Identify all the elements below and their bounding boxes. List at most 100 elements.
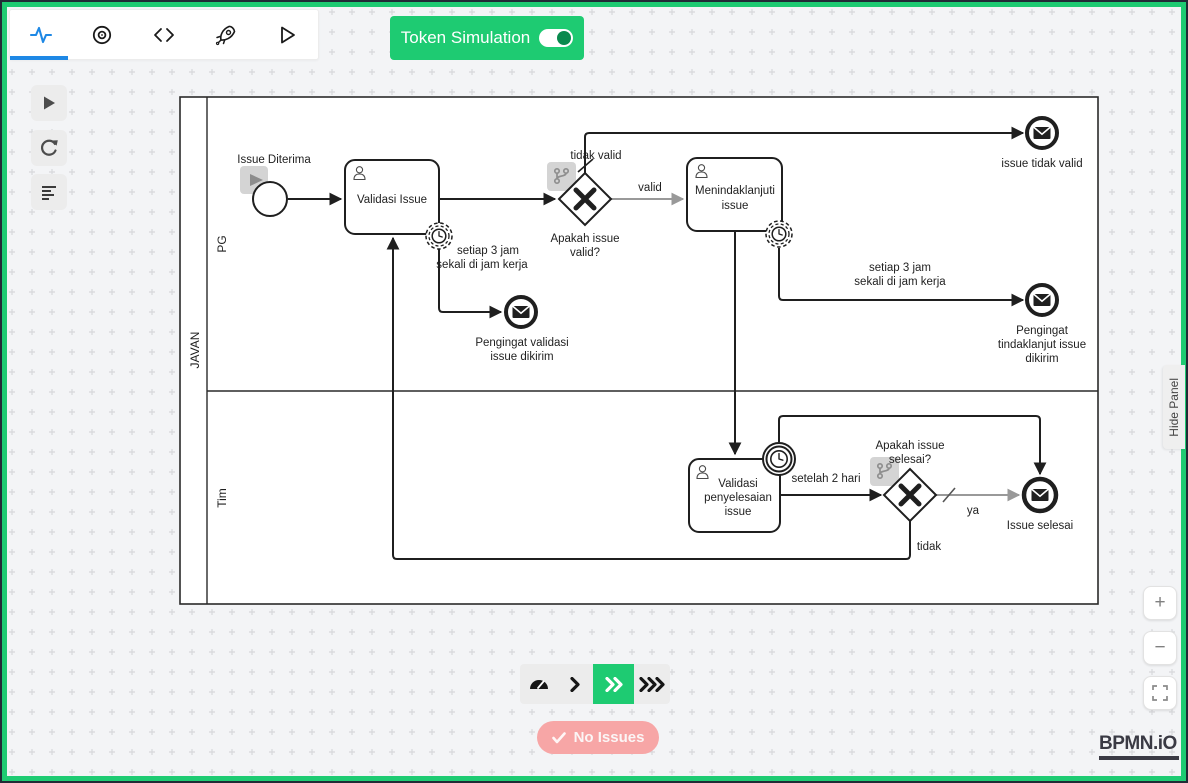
fit-viewport-button[interactable] — [1143, 676, 1177, 710]
flow-timer1-to-end — [438, 249, 503, 319]
gateway1-label-line2: valid? — [570, 247, 600, 259]
lane-label-pg: PG — [215, 235, 229, 252]
end-event-issue-selesai[interactable]: Issue selesai — [1007, 476, 1073, 532]
code-icon — [154, 27, 174, 42]
gauge-icon — [529, 680, 548, 689]
start-event-label: Issue Diterima — [237, 154, 311, 166]
pool-label: JAVAN — [188, 332, 202, 369]
gateway1-label-line1: Apakah issue — [550, 233, 619, 245]
end-event-pengingat-validasi[interactable]: Pengingat validasi issue dikirim — [475, 295, 569, 363]
tab-eye[interactable] — [72, 10, 134, 59]
flow-label-tidak-valid: tidak valid — [570, 150, 621, 162]
reset-icon — [40, 139, 58, 156]
end-label: issue tidak valid — [1001, 158, 1082, 170]
message-icon — [1030, 488, 1050, 502]
flow-label-valid: valid — [638, 182, 662, 194]
play-outline-icon — [281, 26, 296, 43]
token-simulation-badge: Token Simulation — [390, 16, 584, 60]
speed-gauge-button[interactable] — [520, 664, 557, 704]
message-icon — [511, 305, 531, 319]
flow-timer3-to-end — [778, 415, 1047, 476]
task-label: Validasi Issue — [357, 194, 427, 206]
timer2-label-line2: sekali di jam kerja — [854, 276, 946, 288]
boundary-timer-penyelesaian[interactable] — [762, 442, 796, 476]
message-icon — [1032, 126, 1052, 140]
timer3-label: setelah 2 hari — [791, 473, 860, 485]
timer1-label-line2: sekali di jam kerja — [436, 259, 528, 271]
clock-icon — [431, 228, 447, 244]
speed-slow-button[interactable] — [557, 664, 593, 704]
sim-play-button[interactable] — [31, 85, 67, 121]
task-menindaklanjuti-issue[interactable]: Menindaklanjuti issue — [686, 157, 783, 232]
flow-label-tidak: tidak — [917, 541, 942, 553]
boundary-timer-menindaklanjuti[interactable] — [765, 220, 793, 248]
zoom-out-button[interactable]: − — [1143, 631, 1177, 665]
toggle-knob — [557, 31, 572, 45]
end-label-line1: Pengingat — [1016, 325, 1069, 337]
gateway-apakah-issue-valid[interactable]: Apakah issue valid? — [550, 173, 620, 259]
zoom-in-label: + — [1154, 592, 1166, 613]
bpmn-io-logo[interactable]: BPMN.iO — [1099, 733, 1179, 760]
task-label-line1: Validasi — [718, 478, 757, 490]
hide-panel-label: Hide Panel — [1167, 377, 1181, 437]
sim-reset-button[interactable] — [31, 130, 67, 166]
token-simulation-label: Token Simulation — [400, 28, 531, 47]
tab-code[interactable] — [133, 10, 195, 59]
clock-icon — [771, 226, 787, 242]
task-label-line2: penyelesaian — [704, 492, 772, 504]
play-icon — [44, 96, 55, 110]
flow-gw2-tidak-loop — [386, 236, 911, 560]
end-label-line1: Pengingat validasi — [475, 337, 568, 349]
token-setflow-gw2[interactable] — [870, 457, 899, 486]
task-validasi-issue[interactable]: Validasi Issue — [344, 159, 440, 235]
token-simulation-toggle[interactable] — [539, 29, 574, 47]
speed-medium-button[interactable] — [593, 664, 634, 704]
top-toolbar — [9, 9, 319, 60]
gateway-apakah-issue-selesai[interactable]: Apakah issue selesai? — [875, 440, 945, 521]
flow-label-ya: ya — [967, 505, 980, 517]
tab-rocket[interactable] — [195, 10, 257, 59]
token-setflow-gw1[interactable] — [547, 162, 576, 191]
flow-timer2-to-end — [778, 248, 1025, 307]
sequence-flows — [288, 126, 1047, 560]
zoom-out-label: − — [1154, 637, 1166, 658]
gateway2-label-line1: Apakah issue — [875, 440, 944, 452]
eye-icon — [93, 25, 112, 44]
tab-play[interactable] — [256, 10, 318, 59]
message-icon — [1032, 293, 1052, 307]
hide-panel-tab[interactable]: Hide Panel — [1163, 365, 1185, 449]
active-tab-indicator — [10, 56, 68, 60]
zoom-in-button[interactable]: + — [1143, 586, 1177, 620]
speed-fast-button[interactable] — [634, 664, 670, 704]
status-badge[interactable]: No Issues — [537, 721, 659, 754]
pool-javan[interactable]: JAVAN PG Tim — [179, 96, 1099, 605]
chevron-double-icon — [604, 676, 623, 692]
logo-text: BPMN.iO — [1099, 733, 1177, 754]
start-event-issue-diterima[interactable]: Issue Diterima — [237, 154, 311, 217]
flow-gw1-tidak-valid — [584, 126, 1025, 173]
chevron-triple-icon — [639, 676, 665, 692]
end-label-line2: issue dikirim — [490, 351, 553, 363]
default-flow-slash-2 — [942, 487, 956, 503]
tab-pulse[interactable] — [10, 10, 72, 60]
end-label-line3: dikirim — [1025, 353, 1058, 365]
boundary-timer-validasi[interactable] — [425, 222, 453, 250]
end-event-pengingat-tindaklanjut[interactable]: Pengingat tindaklanjut issue dikirim — [998, 283, 1086, 365]
gateway2-label-line2: selesai? — [889, 454, 931, 466]
task-validasi-penyelesaian[interactable]: Validasi penyelesaian issue — [688, 458, 781, 533]
end-label-line2: tindaklanjut issue — [998, 339, 1086, 351]
end-event-issue-tidak-valid[interactable]: issue tidak valid — [1001, 116, 1083, 170]
task-label-line2: issue — [722, 200, 749, 212]
rocket-icon — [215, 25, 235, 45]
pulse-icon — [29, 26, 52, 43]
task-label-line3: issue — [725, 506, 752, 518]
task-label-line1: Menindaklanjuti — [695, 185, 775, 197]
chevron-single-icon — [570, 676, 580, 692]
play-token-icon — [250, 174, 263, 186]
default-flow-slash-1 — [577, 158, 594, 173]
status-label: No Issues — [573, 729, 645, 746]
timer2-label-line1: setiap 3 jam — [869, 262, 931, 274]
fullscreen-icon — [1152, 685, 1168, 701]
sim-log-button[interactable] — [31, 174, 67, 210]
